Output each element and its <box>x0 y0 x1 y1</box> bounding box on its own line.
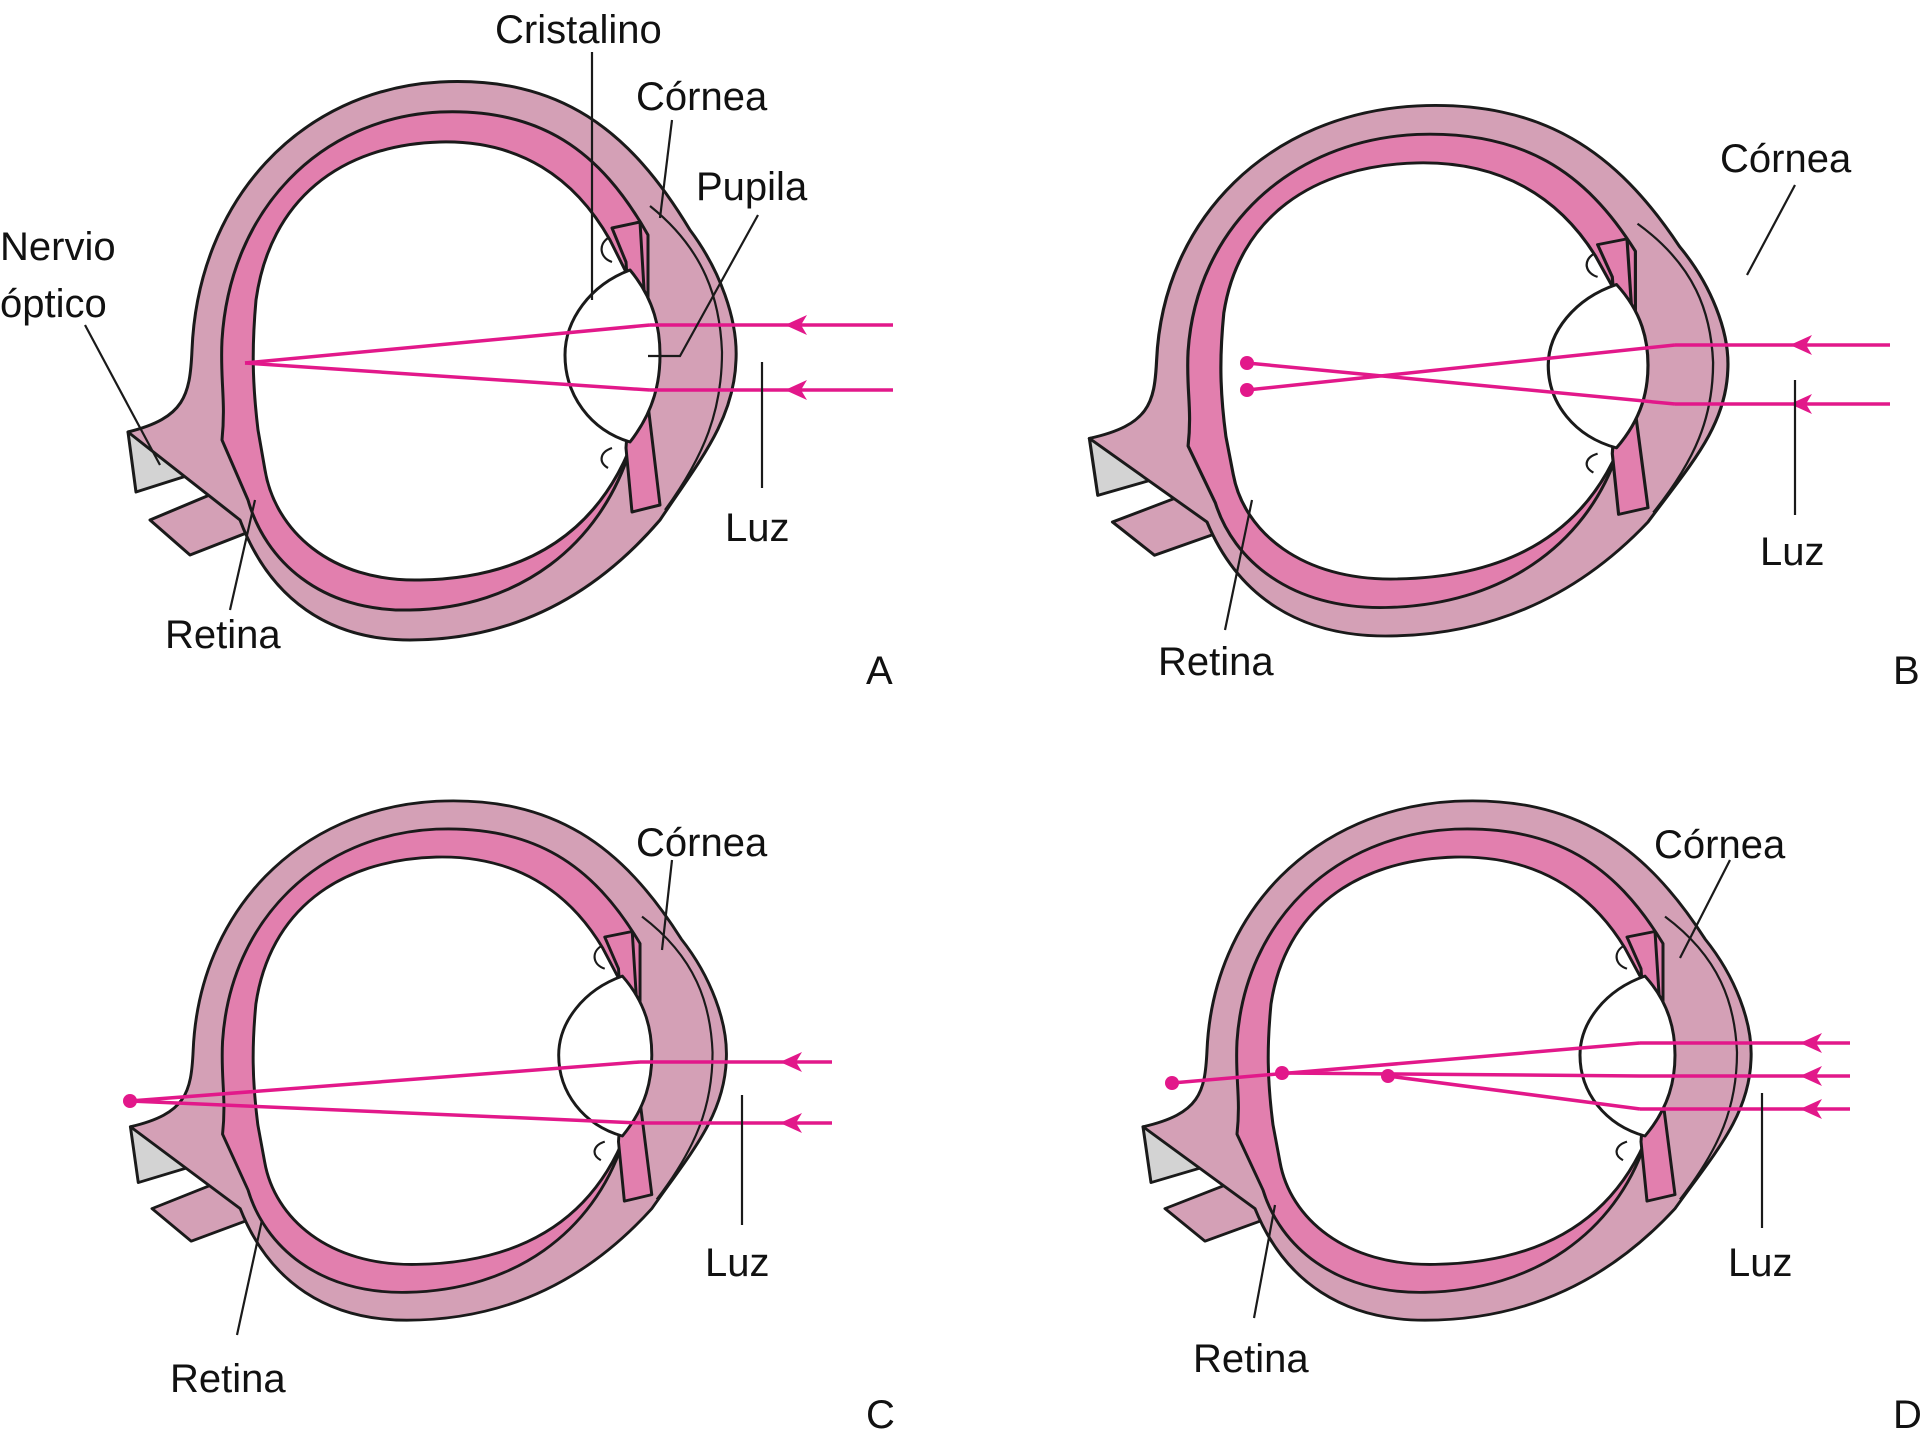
label-cornea-d: Córnea <box>1654 823 1786 867</box>
eye-a <box>126 80 738 642</box>
panel-letter-a: A <box>866 649 893 693</box>
leaders-c <box>235 859 744 1336</box>
label-retina-d: Retina <box>1193 1337 1309 1381</box>
label-retina-b: Retina <box>1158 640 1274 684</box>
label-luz-a: Luz <box>725 506 790 550</box>
ray-a-1 <box>244 323 651 365</box>
focus-point-d-3 <box>1381 1069 1395 1083</box>
label-cornea-b: Córnea <box>1720 137 1852 181</box>
focus-point-b-2 <box>1240 383 1254 397</box>
eye-b <box>1087 103 1730 638</box>
leaders-a <box>84 52 764 611</box>
leaders-b <box>1223 184 1797 631</box>
rays-b <box>1240 335 1890 414</box>
panel-letter-b: B <box>1893 649 1920 693</box>
focus-point-c <box>123 1094 137 1108</box>
ray-a-2 <box>244 361 651 392</box>
panel-letter-d: D <box>1893 1393 1920 1437</box>
panel-letter-c: C <box>866 1393 895 1437</box>
label-nervio-1: Nervio <box>0 225 116 269</box>
focus-point-d-1 <box>1165 1076 1179 1090</box>
label-retina-a: Retina <box>165 613 281 657</box>
label-cornea-a: Córnea <box>636 75 768 119</box>
label-luz-b: Luz <box>1760 530 1825 574</box>
arrow-a-1 <box>785 315 807 335</box>
panel-d: Córnea Luz Retina D <box>1141 799 1920 1437</box>
rays-c <box>123 1052 832 1133</box>
label-cornea-c: Córnea <box>636 821 768 865</box>
panel-b: Córnea Luz Retina B <box>1087 103 1920 693</box>
label-retina-c: Retina <box>170 1357 286 1401</box>
focus-point-b-1 <box>1240 356 1254 370</box>
panel-a: Cristalino Córnea Pupila Nervio óptico L… <box>0 8 893 693</box>
label-luz-c: Luz <box>705 1241 770 1285</box>
arrow-a-2 <box>785 380 807 400</box>
leaders-d <box>1252 859 1764 1319</box>
focus-point-d-2 <box>1275 1066 1289 1080</box>
label-cristalino: Cristalino <box>495 8 662 52</box>
rays-d <box>1165 1033 1850 1119</box>
panel-c: Córnea Luz Retina C <box>123 799 895 1437</box>
rays-a <box>244 315 893 400</box>
label-pupila: Pupila <box>696 165 808 209</box>
label-nervio-2: óptico <box>0 282 107 326</box>
label-luz-d: Luz <box>1728 1241 1793 1285</box>
